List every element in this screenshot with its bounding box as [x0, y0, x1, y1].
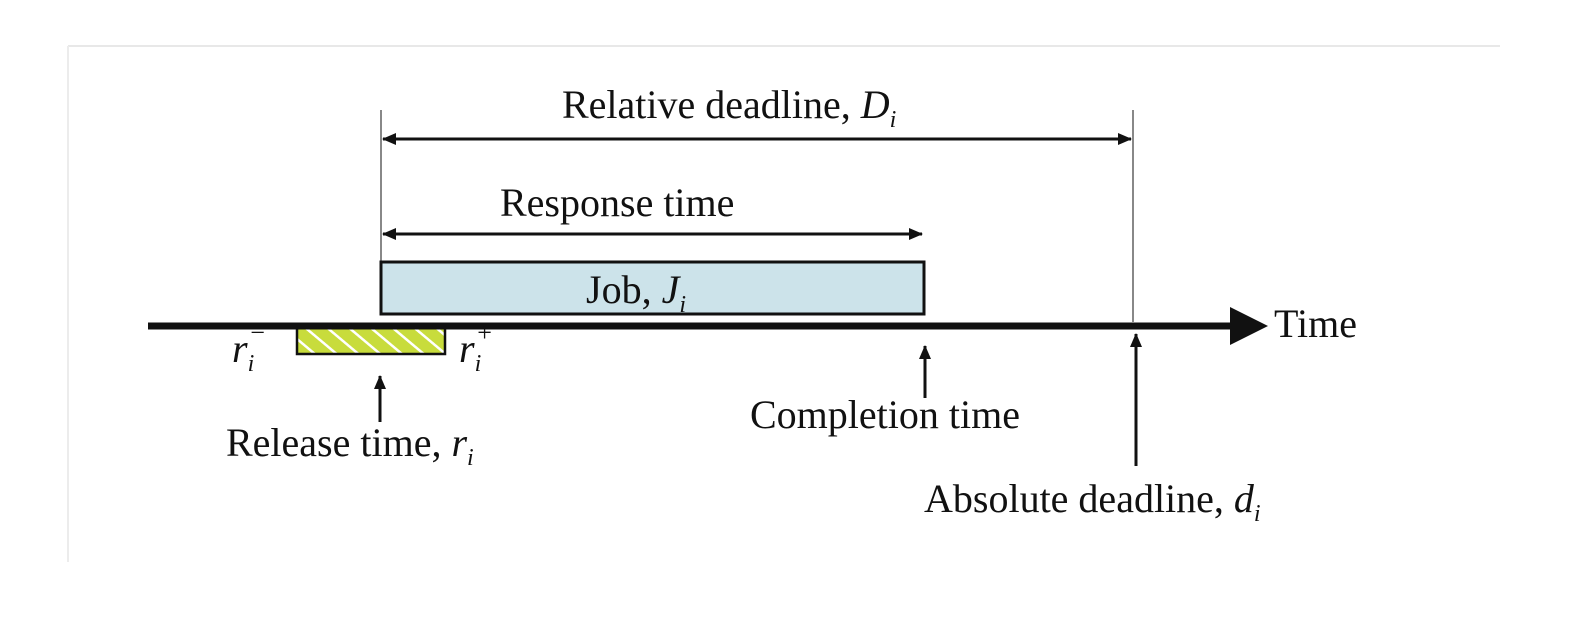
- completion-time-label: Completion time: [750, 392, 1020, 437]
- release-min-label: ri−: [232, 318, 265, 377]
- time-axis-arrowhead: [1230, 307, 1268, 345]
- release-max-label: ri+: [459, 318, 492, 377]
- job-box: [379, 260, 926, 316]
- release-time-label: Release time, ri: [226, 420, 474, 471]
- relative-deadline-label: Relative deadline, Di: [562, 82, 896, 133]
- response-time-label: Response time: [500, 180, 734, 225]
- release-jitter-interval: [295, 325, 447, 356]
- time-axis-label: Time: [1274, 301, 1357, 346]
- job-label: Job, Ji: [586, 267, 686, 318]
- absolute-deadline-label: Absolute deadline, di: [924, 476, 1261, 527]
